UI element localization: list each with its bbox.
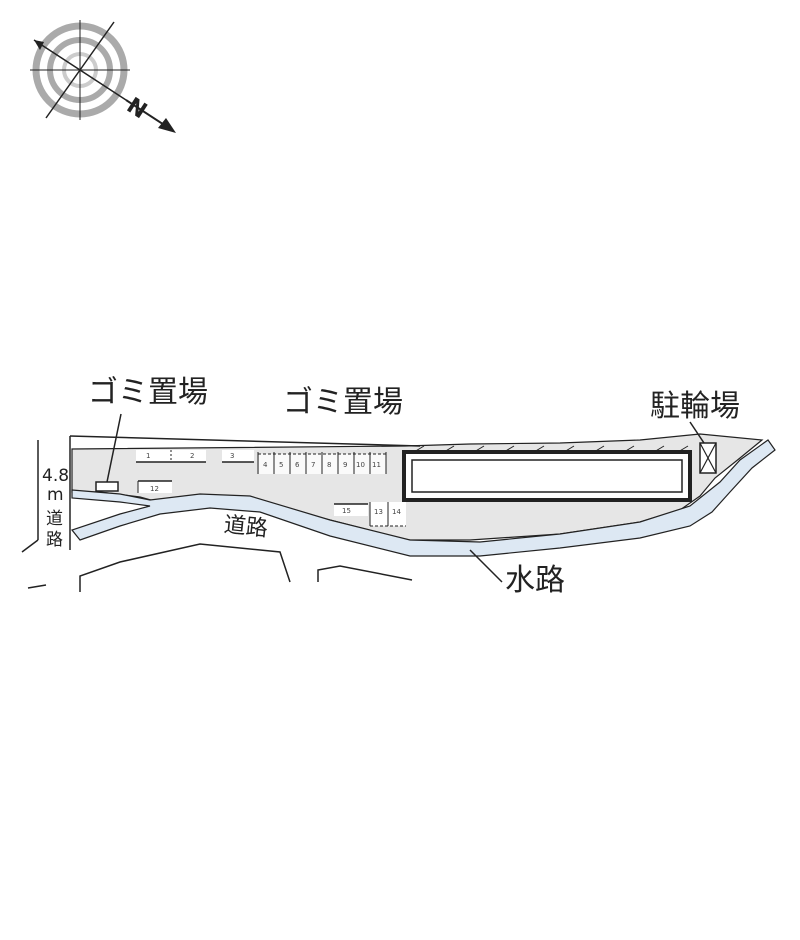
bicycle-parking-label: 駐輪場 [650, 389, 740, 424]
parking-space-15: 15 [342, 507, 351, 515]
road-width-value: 4.8 [42, 466, 69, 486]
parking-space-1: 1 [146, 452, 150, 460]
parking-space-10: 10 [356, 461, 365, 469]
side-road-label-2: 路 [46, 530, 63, 550]
compass-north-label: N [122, 93, 151, 124]
garbage-label-1: ゴミ置場 [88, 375, 208, 410]
road-label: 道路 [223, 513, 269, 542]
parking-spaces: 1 2 3 4 5 6 7 8 9 1 [136, 450, 406, 527]
apartment-building [402, 445, 692, 502]
garbage-1-leader [106, 413, 122, 483]
parking-space-11: 11 [372, 461, 381, 469]
parking-space-2: 2 [190, 452, 194, 460]
parking-space-13: 13 [374, 508, 383, 516]
parking-space-9: 9 [343, 461, 347, 469]
road-edges [21, 435, 421, 592]
waterway [70, 439, 776, 557]
parking-space-5: 5 [279, 461, 283, 469]
bicycle-leader [689, 421, 705, 444]
parking-space-3: 3 [230, 452, 234, 460]
garbage-label-2: ゴミ置場 [283, 385, 403, 420]
bicycle-parking-marker [699, 442, 717, 474]
garbage-bin-1 [95, 481, 119, 492]
waterway-leader [469, 549, 503, 583]
side-road-label-1: 道 [46, 509, 63, 529]
waterway-label: 水路 [505, 563, 565, 598]
parking-space-7: 7 [311, 461, 315, 469]
parking-space-14: 14 [392, 508, 401, 516]
parking-space-4: 4 [263, 461, 268, 469]
parking-space-12: 12 [150, 485, 159, 493]
road-width-unit: m [47, 485, 64, 505]
building-hatch [413, 445, 689, 453]
compass-icon [30, 20, 176, 133]
parking-space-8: 8 [327, 461, 331, 469]
parking-space-6: 6 [295, 461, 300, 469]
